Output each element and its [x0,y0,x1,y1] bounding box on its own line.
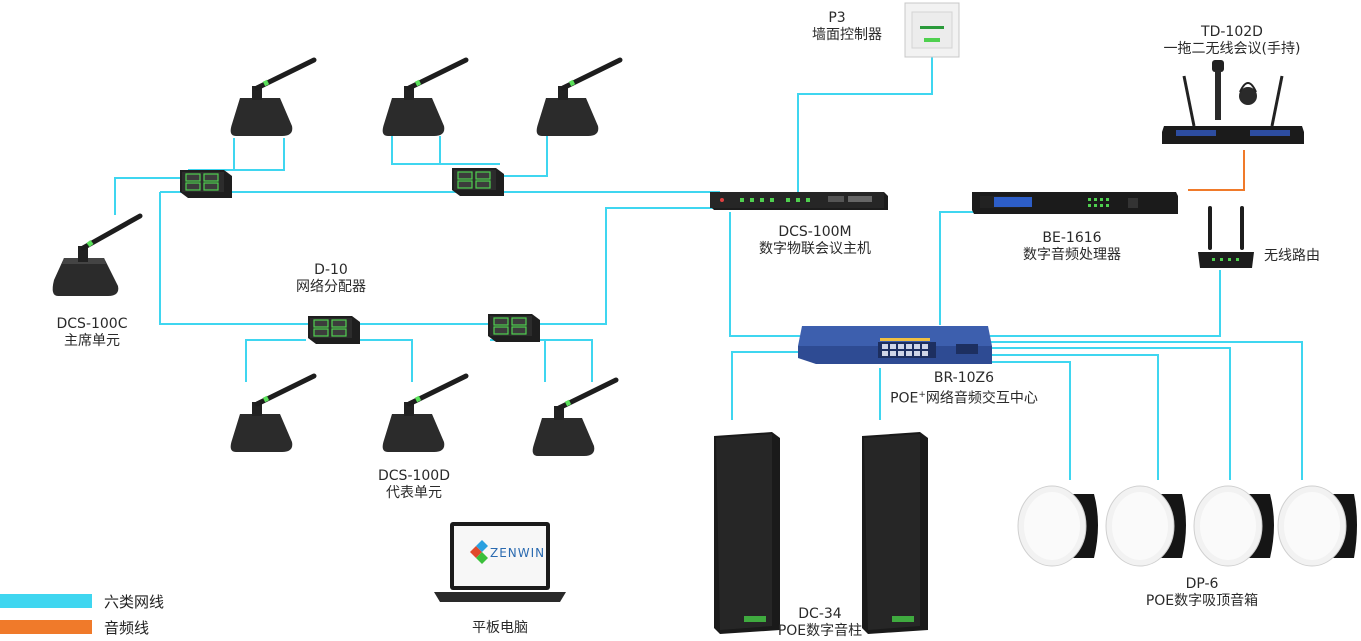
column-speaker-icon [862,432,928,634]
dc34-label: DC-34 POE数字音柱 [762,606,878,640]
p3-desc: 墙面控制器 [812,27,882,43]
network-splitter-icon [452,168,504,196]
wall-controller-icon [904,2,960,58]
dcs100d-label: DCS-100D 代表单元 [362,468,466,502]
delegate-mic-icon [536,57,623,136]
be1616-label: BE-1616 数字音频处理器 [1010,230,1134,264]
network-cables [114,56,1303,480]
dcs100m-name: DCS-100M [778,224,852,240]
router-desc: 无线路由 [1264,248,1320,264]
wireless-router-icon [1198,206,1254,268]
delegate-mic-icon [230,373,317,452]
cable-dsp-to-switch [939,211,1000,325]
delegate-mic-icon [382,373,469,452]
br10z6-label: BR-10Z6 POE+网络音频交互中心 [876,370,1052,408]
cable-host-to-switch [729,212,800,337]
dcs100m-desc: 数字物联会议主机 [759,241,871,257]
br10z6-name: BR-10Z6 [933,370,995,386]
column-speaker-icon [714,432,780,634]
conference-host-icon [710,192,888,210]
td102d-name: TD-102D [1201,24,1263,40]
network-splitter-icon [488,314,540,342]
dp6-name: DP-6 [1185,576,1219,592]
cable-lower-loop [159,192,720,325]
router-label: 无线路由 [1264,248,1328,265]
laptop: ZENWIN [432,520,568,606]
dcs100c-label: DCS-100C 主席单元 [44,316,140,350]
delegate-mic-icon [532,377,619,456]
ceiling-speaker-icon [1105,485,1186,567]
p3-label: P3 墙面控制器 [812,10,882,44]
audio-cables [1188,150,1245,191]
legend-swatch-audio [0,620,92,634]
poe-switch-icon [798,326,992,364]
laptop-screen-logo: ZENWIN [490,546,546,560]
dc34-desc: POE数字音柱 [777,623,863,639]
dcs100d-desc: 代表单元 [386,485,442,501]
cable-p3 [797,56,933,192]
legend-swatch-network [0,594,92,608]
network-splitter-icon [308,316,360,344]
cable-chair-to-splitter [114,177,182,215]
delegate-mic-icon [230,57,317,136]
audio-cable-td102d [1188,150,1245,191]
wireless-receiver-icon [1162,60,1304,144]
cable-router [990,270,1221,337]
dp6-desc: POE数字吸顶音箱 [1145,593,1259,609]
dc34-name: DC-34 [798,606,842,622]
legend-label-audio: 音频线 [104,619,150,637]
br10z6-desc: POE+网络音频交互中心 [890,390,1038,407]
chairman-mic-icon [52,213,143,296]
p3-name: P3 [828,10,846,26]
delegate-mic-icon [382,57,469,136]
tablet-desc: 平板电脑 [472,620,528,636]
network-splitter-icon [180,170,232,198]
dp6-label: DP-6 POE数字吸顶音箱 [1132,576,1272,610]
td102d-label: TD-102D 一拖二无线会议(手持) [1150,24,1314,58]
ceiling-speaker-icon [1193,485,1274,567]
audio-processor-icon [972,192,1178,214]
dcs100c-desc: 主席单元 [64,333,120,349]
dcs100m-label: DCS-100M 数字物联会议主机 [752,224,878,258]
legend-label-network: 六类网线 [104,593,165,611]
be1616-name: BE-1616 [1042,230,1102,246]
be1616-desc: 数字音频处理器 [1023,247,1121,263]
cable-column-1 [731,351,800,420]
laptop-icon [434,522,566,602]
ceiling-speaker-icon [1017,485,1098,567]
tablet-label: 平板电脑 [462,620,538,637]
dcs100c-name: DCS-100C [56,316,128,332]
d10-name: D-10 [314,262,348,278]
d10-desc: 网络分配器 [296,279,366,295]
td102d-desc: 一拖二无线会议(手持) [1163,41,1301,57]
dcs100d-name: DCS-100D [378,468,450,484]
ceiling-speaker-icon [1277,485,1357,567]
d10-label: D-10 网络分配器 [288,262,374,296]
